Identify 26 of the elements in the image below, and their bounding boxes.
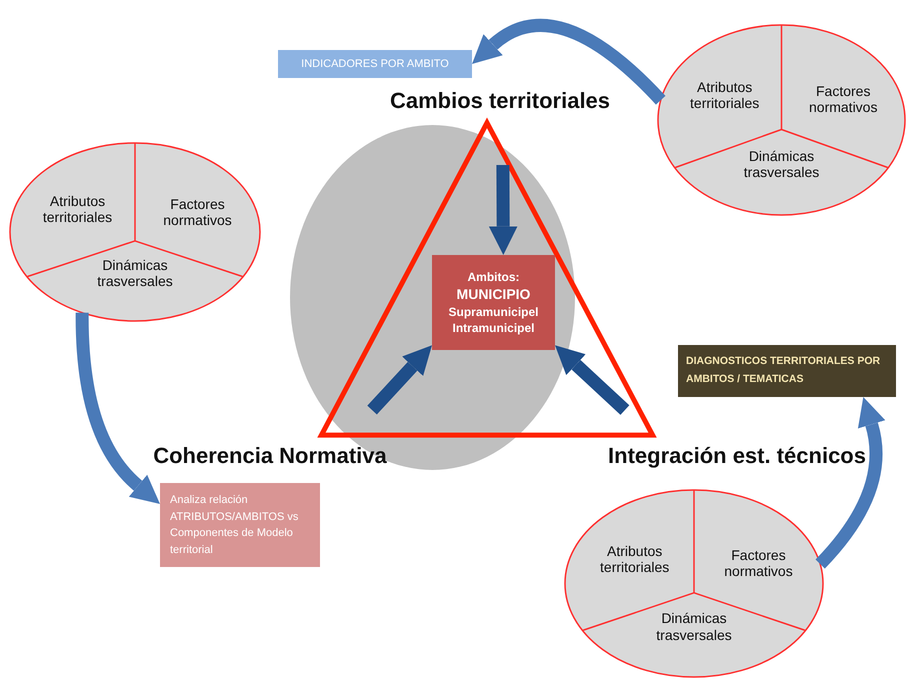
arrow xyxy=(76,312,159,506)
sector-label: Factores normativos xyxy=(786,70,900,128)
sector-label: Dinámicas trasversales xyxy=(720,135,844,192)
arrow xyxy=(555,345,630,415)
scope-box: Ambitos: MUNICIPIO Supramunicipel Intramunicipel xyxy=(432,255,555,350)
arrow xyxy=(470,18,666,105)
sector-label: Atributos territoriales xyxy=(20,182,135,236)
triangle-outline xyxy=(318,118,656,440)
pie-circle xyxy=(658,25,905,215)
arrow xyxy=(367,345,432,414)
arrow xyxy=(488,164,518,255)
arrow xyxy=(815,396,886,568)
sector-label: Factores normativos xyxy=(699,534,818,591)
sector-label: Dinámicas trasversales xyxy=(630,598,758,655)
pie-circle xyxy=(565,490,823,677)
sector-label: Atributos territoriales xyxy=(575,531,694,588)
corner-heading: Coherencia Normativa xyxy=(118,438,422,474)
pie-circle xyxy=(10,143,260,321)
sector-label: Atributos territoriales xyxy=(668,66,782,124)
corner-heading: Cambios territoriales xyxy=(355,84,645,118)
note-box: DIAGNOSTICOS TERRITORIALES POR AMBITOS / TEMATICAS xyxy=(678,345,896,397)
note-box: Analiza relación ATRIBUTOS/AMBITOS vs Componentes de Modelo territorial xyxy=(160,483,320,567)
indicator-tag: INDICADORES POR AMBITO xyxy=(278,50,472,78)
corner-heading: Integración est. técnicos xyxy=(570,438,904,474)
sector-label: Factores normativos xyxy=(140,186,255,240)
sector-label: Dinámicas trasversales xyxy=(72,246,198,300)
